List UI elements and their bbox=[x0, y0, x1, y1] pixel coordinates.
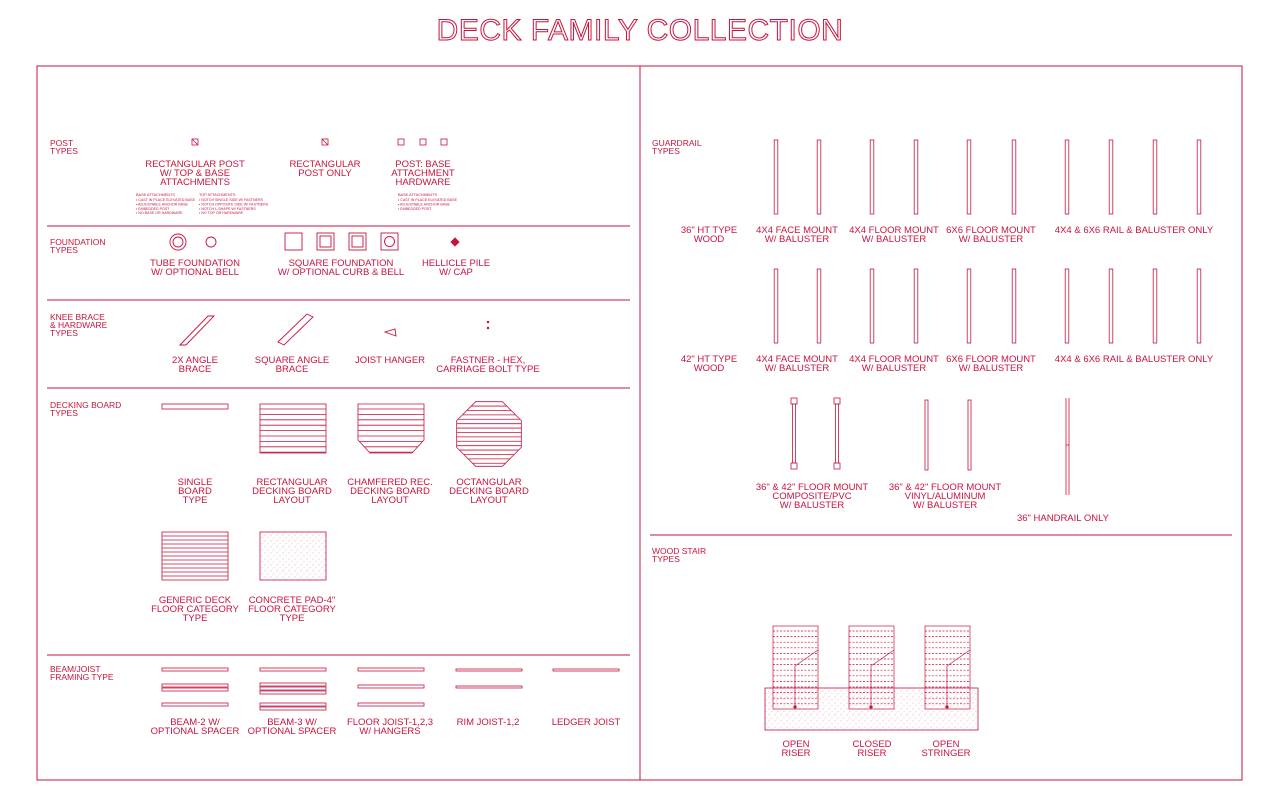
note-item: • EMBEDDED POST bbox=[136, 207, 170, 211]
guardrail-symbols bbox=[773, 139, 1202, 495]
note-item: • ADJUSTABLE ANCHOR BASE bbox=[136, 202, 189, 206]
item-label: JOIST HANGER bbox=[355, 355, 425, 366]
note-head: BASE ATTACHMENTS bbox=[398, 193, 437, 197]
item-label: LEDGER JOIST bbox=[552, 717, 621, 728]
knee-symbols bbox=[178, 313, 490, 346]
decking-symbols bbox=[161, 401, 522, 581]
note-head: TOP ATTACHMENTS bbox=[199, 193, 236, 197]
stair-symbols bbox=[772, 625, 971, 710]
note-item: • NO TOP OR HARDWARE bbox=[199, 211, 244, 215]
page-title: DECK FAMILY COLLECTION bbox=[436, 14, 844, 48]
item-label: BEAM-3 W/OPTIONAL SPACER bbox=[248, 717, 337, 737]
note-item: • NOTCH OPPOSITE SIDE W/ FASTNERS bbox=[199, 202, 269, 206]
note-item: • NO BASE OR HARDWARE bbox=[136, 211, 183, 215]
note-item: • CAST IN PLACE ELEVATED BASE bbox=[398, 198, 458, 202]
post-notes: BASE ATTACHMENTS• CAST IN PLACE ELEVATED… bbox=[136, 193, 458, 215]
item-label: 4X4 & 6X6 RAIL & BALUSTER ONLY bbox=[1055, 354, 1214, 365]
note-item: • ADJUSTABLE ANCHOR BASE bbox=[398, 202, 451, 206]
note-item: • CAST IN PLACE ELEVATED BASE bbox=[136, 198, 196, 202]
note-item: • EMBEDDED POST bbox=[398, 207, 432, 211]
note-item: • NOTCH SINGLE SIDE W/ FASTNERS bbox=[199, 198, 264, 202]
item-label: BEAM-2 W/OPTIONAL SPACER bbox=[151, 717, 240, 737]
sheet-frame bbox=[36, 65, 1243, 781]
foundation-symbols bbox=[169, 232, 460, 251]
note-head: BASE ATTACHMENTS bbox=[136, 193, 175, 197]
item-label: 36" HANDRAIL ONLY bbox=[1017, 513, 1110, 524]
beam-symbols bbox=[161, 667, 620, 711]
note-item: • NOTCH L-SHAPE W/ FASTNERS bbox=[199, 207, 256, 211]
item-label: RIM JOIST-1,2 bbox=[457, 717, 520, 728]
item-label: FASTNER - HEX,CARRIAGE BOLT TYPE bbox=[436, 355, 539, 375]
beam-labels: BEAM-2 W/OPTIONAL SPACER BEAM-3 W/OPTIONA… bbox=[151, 717, 621, 737]
item-label: 4X4 & 6X6 RAIL & BALUSTER ONLY bbox=[1055, 225, 1214, 236]
post-symbols bbox=[191, 138, 448, 146]
